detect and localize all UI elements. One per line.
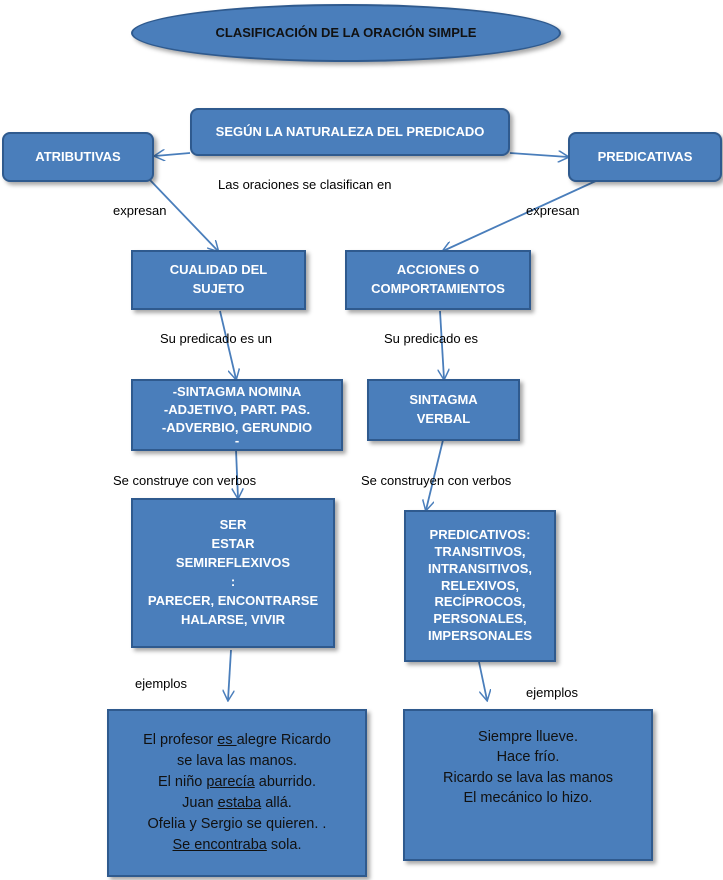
sintagma-nominal-node: -SINTAGMA NOMINA -ADJETIVO, PART. PAS. -…: [131, 379, 343, 451]
verbos-atributivos-node: SER ESTAR SEMIREFLEXIVOS : PARECER, ENCO…: [131, 498, 335, 648]
example-left-line-5: Ofelia y Sergio se quieren. .: [147, 816, 327, 833]
acciones-line-2: COMPORTAMIENTOS: [371, 281, 505, 296]
ejemplos-atributivas-node: El profesor es alegre Ricardo se lava la…: [107, 709, 367, 877]
sintagma-verbal-line-2: VERBAL: [416, 411, 471, 426]
example-right-line-3: Ricardo se lava las manos: [442, 769, 614, 786]
example-left-line-1: El profesor es alegre Ricardo: [143, 731, 331, 748]
arrow-cualidad-to-sintagma-nominal: [219, 310, 236, 379]
ejemplos-predicativas-node: Siempre llueve. Hace frío. Ricardo se la…: [403, 709, 653, 861]
verbos-line-4: :: [230, 574, 236, 589]
cualidad-line-1: CUALIDAD DEL: [169, 262, 268, 278]
verbos-line-1: SER: [219, 517, 247, 533]
predicativos-line-5: RECÍPROCOS,: [434, 594, 526, 610]
example-right-line-2: Hace frío.: [496, 749, 560, 766]
atributivas-text: ATRIBUTIVAS: [35, 148, 121, 164]
arrow-predicativos-to-ejemplos-right: [478, 661, 487, 700]
predicativos-line-2: TRANSITIVOS,: [434, 543, 526, 559]
cualidad-node: CUALIDAD DEL SUJETO: [131, 250, 306, 310]
predicativos-line-4: RELEXIVOS,: [440, 577, 520, 593]
cualidad-line-2: SUJETO: [192, 281, 245, 296]
root-edge-label: Las oraciones se clasifican en: [218, 177, 392, 192]
right-edge-ejemplos: ejemplos: [526, 685, 579, 700]
arrow-root-to-predicativas: [509, 153, 568, 157]
arrow-root-to-atributivas: [155, 153, 191, 156]
predicativas-text: PREDICATIVAS: [597, 148, 693, 164]
arrow-sintagma-verbal-to-predicativos: [426, 439, 444, 510]
sintagma-nominal-line-1: -SINTAGMA NOMINA: [172, 384, 302, 400]
example-right-line-1: Siempre llueve.: [478, 729, 578, 745]
example-right-line-4: El mecánico lo hizo.: [463, 789, 593, 806]
verbos-line-6: HALARSE, VIVIR: [180, 611, 285, 627]
root-node: SEGÚN LA NATURALEZA DEL PREDICADO: [190, 108, 510, 156]
sintagma-verbal-line-1: SINTAGMA: [409, 392, 478, 408]
sintagma-nominal-line-3: -ADVERBIO, GERUNDIO: [161, 419, 313, 435]
right-edge-expresan: expresan: [526, 203, 580, 218]
verbos-line-2: ESTAR: [211, 536, 255, 552]
arrow-predicativas-to-acciones: [443, 179, 599, 251]
example-left-line-2: se lava las manos.: [176, 752, 298, 769]
title-text: CLASIFICACIÓN DE LA ORACIÓN SIMPLE: [215, 24, 477, 40]
predicativos-line-6: PERSONALES,: [433, 611, 527, 627]
right-edge-predicado: Su predicado es: [384, 331, 478, 346]
example-left-line-4: Juan estaba allá.: [182, 795, 292, 811]
verbos-line-5: PARECER, ENCONTRARSE: [147, 592, 319, 608]
root-text: SEGÚN LA NATURALEZA DEL PREDICADO: [215, 123, 485, 139]
atributivas-node: ATRIBUTIVAS: [2, 132, 154, 182]
right-edge-verbos: Se construyen con verbos: [361, 473, 512, 488]
sintagma-verbal-node: SINTAGMA VERBAL: [367, 379, 520, 441]
title-ellipse: CLASIFICACIÓN DE LA ORACIÓN SIMPLE: [131, 4, 561, 62]
sintagma-nominal-line-4: -: [234, 433, 240, 449]
left-edge-verbos: Se construye con verbos: [113, 473, 257, 488]
example-left-line-3: El niño parecía aburrido.: [157, 773, 316, 790]
verbos-line-3: SEMIREFLEXIVOS: [175, 555, 291, 571]
acciones-line-1: ACCIONES O: [396, 262, 480, 278]
left-edge-ejemplos: ejemplos: [135, 676, 188, 691]
predicativos-line-1: PREDICATIVOS:: [429, 526, 531, 542]
predicativos-line-3: INTRANSITIVOS,: [427, 560, 532, 576]
left-edge-predicado: Su predicado es un: [160, 331, 273, 346]
acciones-node: ACCIONES O COMPORTAMIENTOS: [345, 250, 531, 310]
example-left-line-6: Se encontraba sola.: [172, 837, 302, 854]
arrow-acciones-to-sintagma-verbal: [440, 310, 444, 379]
sintagma-nominal-line-2: -ADJETIVO, PART. PAS.: [163, 402, 311, 418]
arrow-verbos-to-ejemplos-left: [228, 649, 231, 700]
arrow-sintagma-nominal-to-verbos: [236, 449, 238, 498]
predicativos-line-7: IMPERSONALES: [427, 628, 532, 644]
left-edge-expresan: expresan: [113, 203, 167, 218]
verbos-predicativos-node: PREDICATIVOS: TRANSITIVOS, INTRANSITIVOS…: [404, 510, 556, 662]
predicativas-node: PREDICATIVAS: [568, 132, 722, 182]
arrow-atributivas-to-cualidad: [149, 179, 218, 251]
